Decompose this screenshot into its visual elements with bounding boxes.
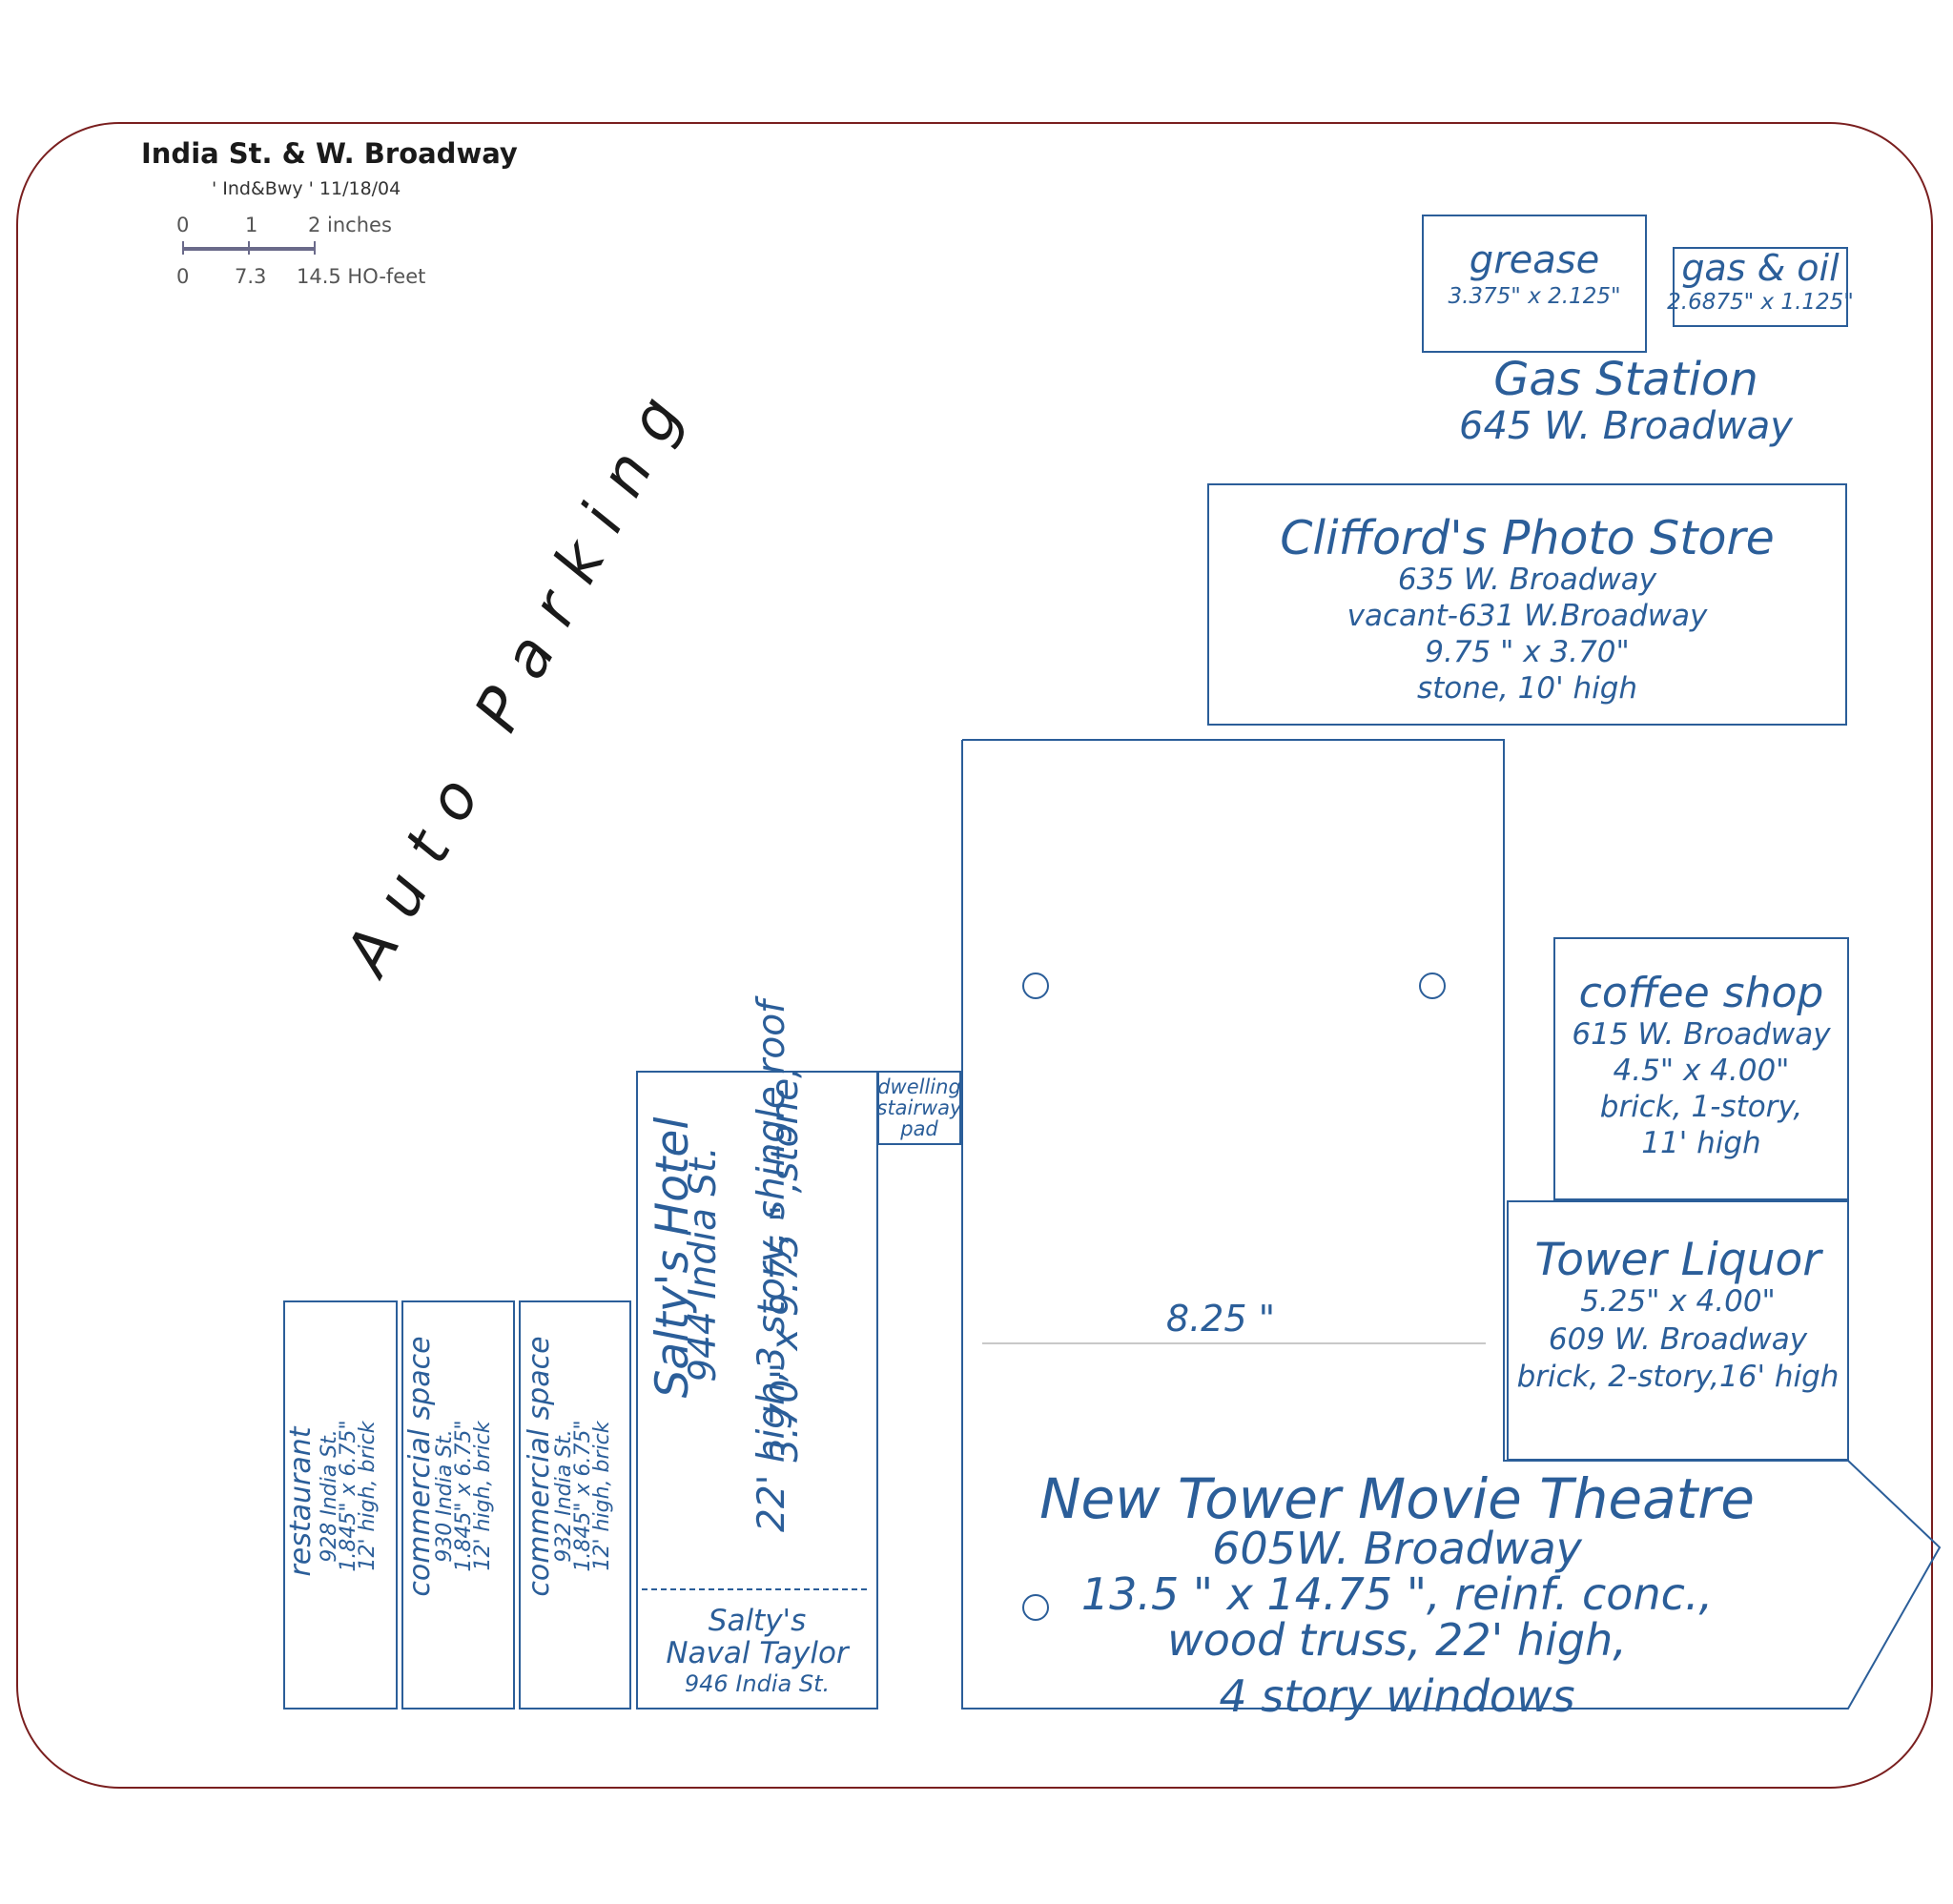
cliffords-line4: stone, 10' high xyxy=(1416,671,1638,706)
column-marker xyxy=(1022,972,1049,999)
coffee-shop-name: coffee shop xyxy=(1578,969,1824,1017)
restaurant-name: restaurant xyxy=(284,1426,318,1577)
scale-tick xyxy=(248,241,250,255)
theatre-line4: 4 story windows xyxy=(1219,1670,1575,1722)
grease-size: 3.375" x 2.125" xyxy=(1448,284,1621,309)
coffee-shop-line1: 615 W. Broadway xyxy=(1572,1017,1831,1052)
theatre-dimension: 8.25 " xyxy=(1165,1298,1276,1340)
saltys-hotel-building xyxy=(636,1071,878,1710)
theatre-line3: wood truss, 22' high, xyxy=(1167,1614,1627,1666)
tower-liquor-name: Tower Liquor xyxy=(1534,1234,1821,1286)
commercial-932-building xyxy=(519,1300,631,1710)
gas-oil-name: gas & oil xyxy=(1681,247,1840,289)
coffee-shop-line4: 11' high xyxy=(1641,1126,1761,1160)
cliffords-line2: vacant-631 W.Broadway xyxy=(1347,599,1708,633)
cliffords-name: Clifford's Photo Store xyxy=(1280,511,1775,565)
saltys-hotel-line3: 22' high,3 story, shingle roof xyxy=(750,1000,793,1532)
theatre-line2: 13.5 " x 14.75 ", reinf. conc., xyxy=(1080,1568,1714,1620)
scale-inch-2: 2 inches xyxy=(308,214,392,236)
scale-tick xyxy=(314,241,316,255)
hotel-divider xyxy=(642,1588,867,1590)
dwelling-line2: stairway xyxy=(876,1096,962,1119)
page-title: India St. & W. Broadway xyxy=(141,137,518,170)
theatre-name: New Tower Movie Theatre xyxy=(1039,1466,1755,1531)
coffee-shop-line2: 4.5" x 4.00" xyxy=(1613,1054,1790,1088)
tower-liquor-line2: 609 W. Broadway xyxy=(1548,1322,1808,1357)
coffee-shop-line3: brick, 1-story, xyxy=(1599,1090,1803,1124)
grease-name: grease xyxy=(1469,238,1600,282)
tower-liquor-building xyxy=(1507,1200,1849,1461)
cliffords-building xyxy=(1207,483,1847,726)
scale-feet-1: 7.3 xyxy=(235,265,267,288)
restaurant-building xyxy=(283,1300,398,1710)
tower-liquor-line3: brick, 2-story,16' high xyxy=(1516,1360,1840,1394)
gas-station-address: 645 W. Broadway xyxy=(1459,404,1793,448)
scale-tick xyxy=(182,241,184,255)
naval-taylor-line1: Salty's xyxy=(708,1604,807,1638)
gas-oil-size: 2.6875" x 1.125" xyxy=(1667,290,1854,315)
cliffords-line3: 9.75 " x 3.70" xyxy=(1425,635,1630,669)
saltys-hotel-line1: 944 India St. xyxy=(682,1146,725,1382)
scale-inch-0: 0 xyxy=(176,214,190,236)
commercial-930-building xyxy=(401,1300,515,1710)
commercial-932-line3: 12' high, brick xyxy=(590,1421,614,1571)
dwelling-stairway-pad xyxy=(877,1071,961,1145)
dwelling-line3: pad xyxy=(900,1117,938,1140)
dwelling-line1: dwelling xyxy=(877,1075,961,1098)
commercial-930-line3: 12' high, brick xyxy=(471,1421,495,1571)
cliffords-line1: 635 W. Broadway xyxy=(1397,563,1657,597)
grease-building xyxy=(1422,215,1647,353)
scale-feet-2: 14.5 HO-feet xyxy=(297,265,426,288)
naval-taylor-line3: 946 India St. xyxy=(684,1670,831,1697)
scale-feet-0: 0 xyxy=(176,265,190,288)
coffee-shop-building xyxy=(1553,937,1849,1200)
dimension-line xyxy=(982,1342,1486,1344)
scale-inch-1: 1 xyxy=(245,214,258,236)
page-subtitle: ' Ind&Bwy ' 11/18/04 xyxy=(212,178,401,199)
gas-oil-building xyxy=(1673,247,1848,327)
theatre-line1: 605W. Broadway xyxy=(1212,1523,1582,1574)
gas-station-name: Gas Station xyxy=(1493,353,1758,406)
naval-taylor-line2: Naval Taylor xyxy=(666,1636,849,1670)
column-marker xyxy=(1419,972,1446,999)
column-marker xyxy=(1022,1594,1049,1621)
restaurant-line3: 12' high, brick xyxy=(356,1421,380,1571)
tower-liquor-line1: 5.25" x 4.00" xyxy=(1580,1284,1776,1319)
